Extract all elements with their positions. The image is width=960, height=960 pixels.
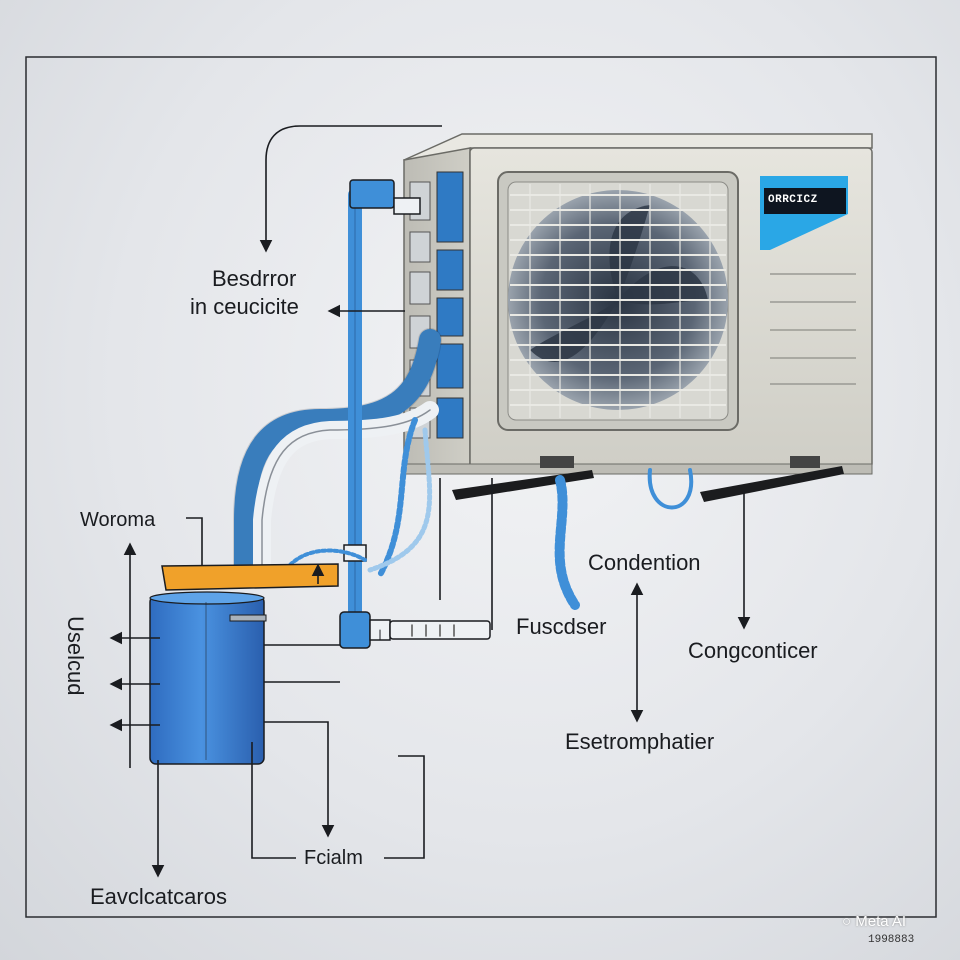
refrigerant-pipes — [233, 179, 694, 649]
brand-logo-text: ORRCICZ — [768, 194, 818, 206]
label-fuscdser: Fuscdser — [516, 614, 607, 639]
label-woroma: Woroma — [80, 509, 156, 531]
blue-tank — [149, 591, 267, 765]
label-besdrror: Besdrror — [212, 266, 297, 291]
label-fcialm: Fcialm — [304, 847, 363, 869]
label-esetromphatier: Esetromphatier — [565, 729, 715, 754]
label-eavclcatcaros: Eavclcatcaros — [90, 884, 227, 909]
watermark-text: Meta AI — [855, 913, 907, 930]
label-uselcud: Uselcud — [63, 616, 88, 700]
right-panel-slats — [770, 273, 856, 385]
label-uselcud-text: Uselcud — [63, 616, 88, 696]
label-condention: Condention — [588, 550, 701, 575]
diagram-frame — [25, 56, 937, 918]
outdoor-unit — [402, 133, 873, 502]
watermark-logo: ○ Meta AI — [842, 913, 907, 930]
watermark-code: 1998883 — [868, 934, 915, 946]
leader-lines — [109, 125, 751, 878]
fan-grille — [497, 171, 739, 431]
brand-badge — [760, 176, 848, 250]
label-congcontier: Congconticer — [688, 638, 818, 663]
label-in-ceucicite: in ceucicite — [190, 294, 299, 319]
orange-plate — [161, 563, 339, 591]
grille-bars — [510, 194, 726, 406]
